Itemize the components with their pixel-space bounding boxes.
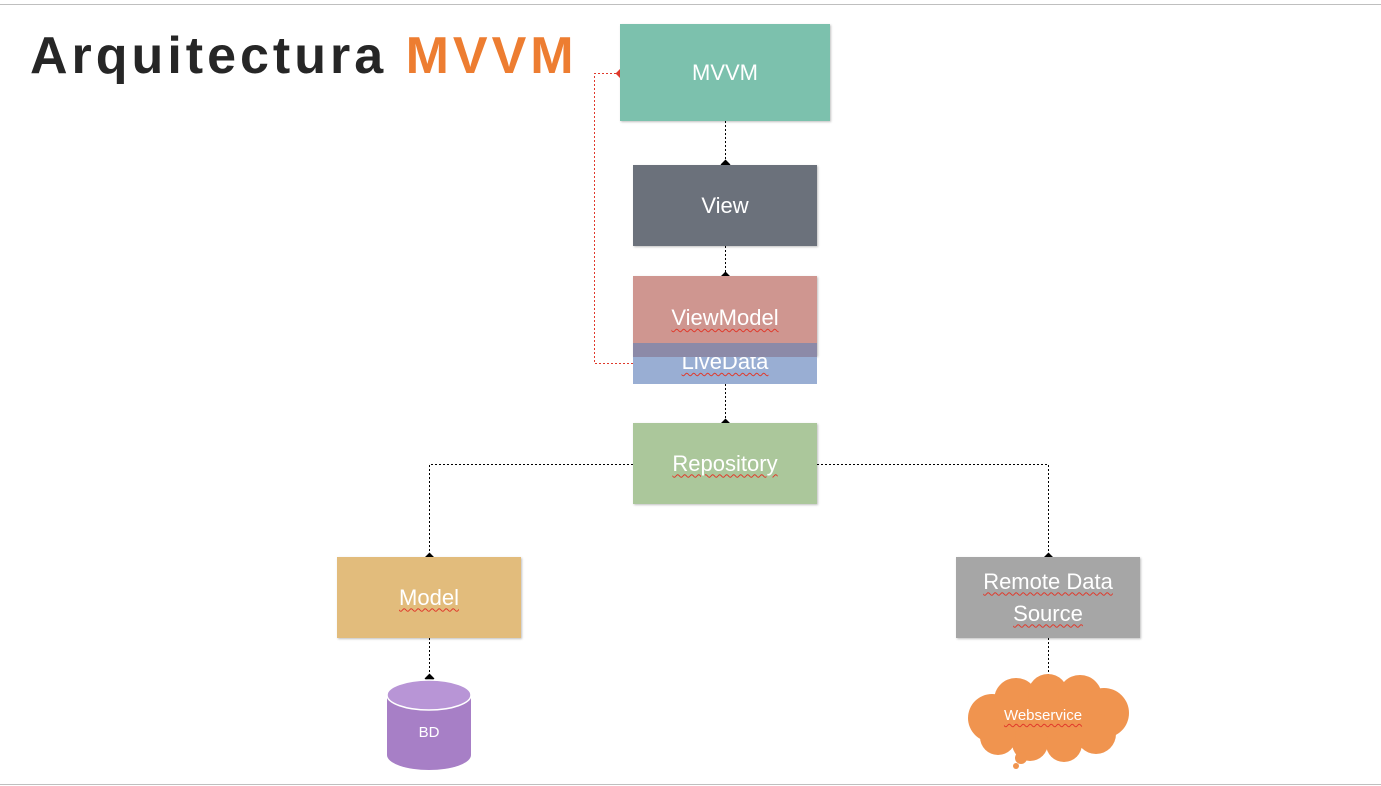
node-remote-data-source: Remote Data Source xyxy=(956,557,1140,638)
node-view-label: View xyxy=(701,192,749,218)
node-mvvm-label: MVVM xyxy=(692,59,758,85)
node-view: View xyxy=(633,165,817,246)
node-model: Model xyxy=(337,557,521,638)
node-viewmodel: ViewModel xyxy=(633,276,817,356)
node-repository: Repository xyxy=(633,423,817,504)
connector-repository-remote xyxy=(817,464,1049,557)
title-accent: MVVM xyxy=(405,27,578,85)
connector-repository-model xyxy=(429,464,633,557)
slide-title: Arquitectura MVVM xyxy=(30,26,578,86)
title-main: Arquitectura xyxy=(30,27,388,85)
database-bd-shape xyxy=(386,679,472,770)
cloud-webservice-shape xyxy=(968,674,1129,769)
node-repository-label: Repository xyxy=(672,450,778,476)
top-rule xyxy=(0,4,1381,5)
node-bd-label: BD xyxy=(418,724,440,741)
viewmodel-livedata-overlap xyxy=(633,343,817,357)
node-webservice-label: Webservice xyxy=(988,707,1098,724)
connector-livedata-mvvm xyxy=(594,73,633,364)
node-mvvm: MVVM xyxy=(620,24,830,121)
node-remote-data-source-label: Remote Data Source xyxy=(983,568,1113,626)
node-model-label: Model xyxy=(399,584,459,610)
node-viewmodel-label: ViewModel xyxy=(671,305,779,330)
node-webservice-text: Webservice xyxy=(1003,707,1083,724)
bottom-rule xyxy=(0,784,1381,785)
